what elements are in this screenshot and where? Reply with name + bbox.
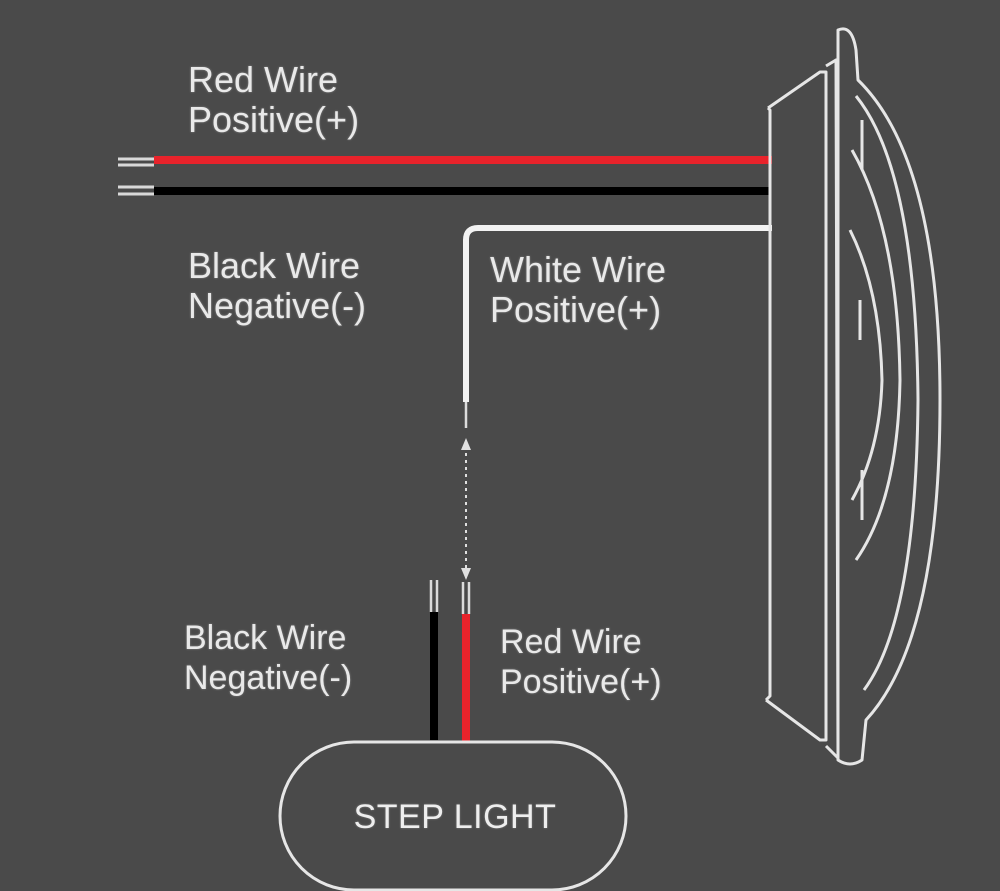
step-light-label: STEP LIGHT [353,798,557,836]
top-black-wire-name: Black Wire [188,245,361,286]
bottom-black-wire-polarity: Negative(-) [184,659,353,697]
bottom-black-wire-name: Black Wire [184,619,347,657]
bottom-wire-tips [429,580,471,614]
top-red-wire-polarity: Positive(+) [188,99,360,140]
white-wire-name: White Wire [490,249,667,290]
light-fixture-outline [764,27,942,766]
white-wire-label: White Wire Positive(+) [490,250,666,330]
top-red-wire-name: Red Wire [188,59,339,100]
connection-arrow [461,438,471,580]
white-wire-polarity: Positive(+) [490,289,662,330]
top-black-wire-polarity: Negative(-) [188,285,367,326]
white-wire [463,225,772,402]
top-red-wire-label: Red Wire Positive(+) [188,60,359,140]
top-wire-tips [118,157,154,196]
bottom-red-wire-label: Red Wire Positive(+) [500,622,662,702]
top-black-wire-label: Black Wire Negative(-) [188,246,366,326]
bottom-red-wire-polarity: Positive(+) [500,663,662,701]
bottom-black-wire-label: Black Wire Negative(-) [184,618,352,698]
step-light-outline [278,740,628,891]
bottom-red-wire-name: Red Wire [500,623,642,661]
